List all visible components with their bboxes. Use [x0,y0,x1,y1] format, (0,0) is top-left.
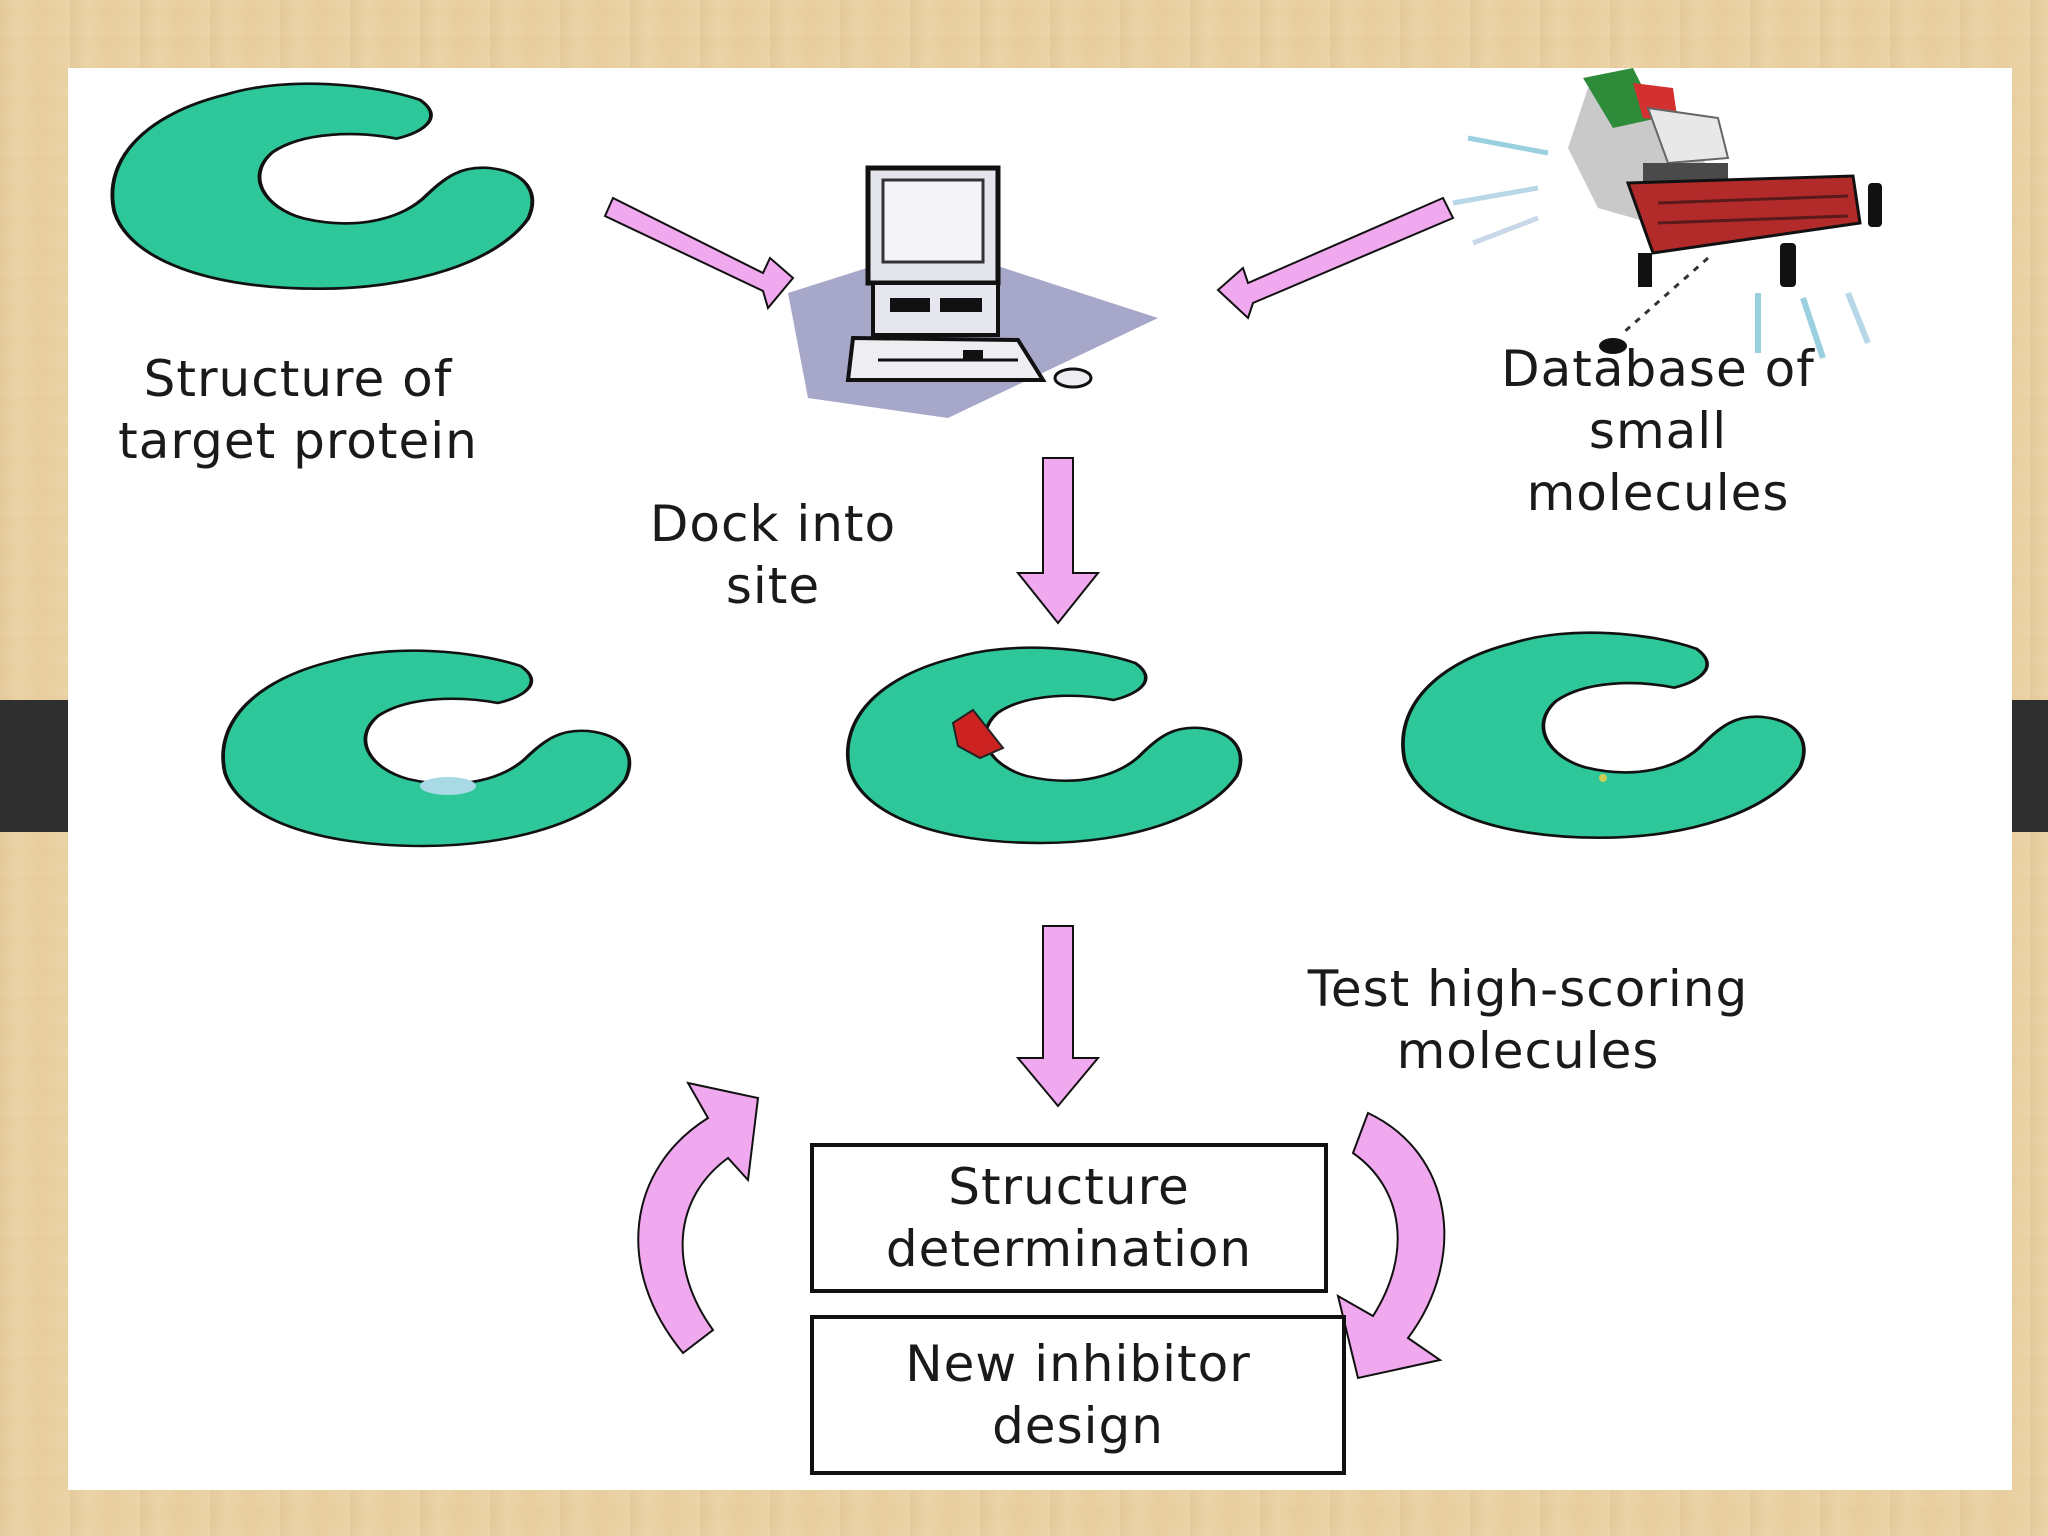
cycle-arrow-right [1336,1111,1446,1380]
label-target-protein: Structure of target protein [118,350,478,470]
arrow-database-to-computer [1216,196,1455,320]
computer-icon [788,165,1158,418]
docking-flow-diagram [110,68,1882,1380]
structure-determination-box: Structure determination [810,1143,1328,1293]
left-frame-bar [0,700,72,832]
label-test-molecules: Test high-scoring molecules [1307,960,1749,1080]
ligand-icon [951,708,1005,760]
diagram-slide: Structure of target protein Database of … [68,68,2012,1490]
arrow-dock-down [1015,457,1101,625]
docked-protein-icon-3 [1401,630,1806,840]
inhibitor-design-box: New inhibitor design [810,1315,1346,1475]
label-dock-into-site: Dock into site [649,495,897,615]
label-database: Database of small molecules [1501,340,1815,522]
label-inhibitor-design: New inhibitor design [905,1335,1251,1455]
docked-protein-icon-2 [845,645,1243,845]
arrow-test-down [1015,925,1101,1108]
docked-protein-icon-1 [221,648,632,848]
target-protein-icon [110,81,535,291]
cycle-arrow-left [637,1081,760,1355]
molecule-database-icon [1452,68,1882,359]
arrow-protein-to-computer [603,196,795,311]
label-structure-determination: Structure determination [885,1158,1253,1278]
